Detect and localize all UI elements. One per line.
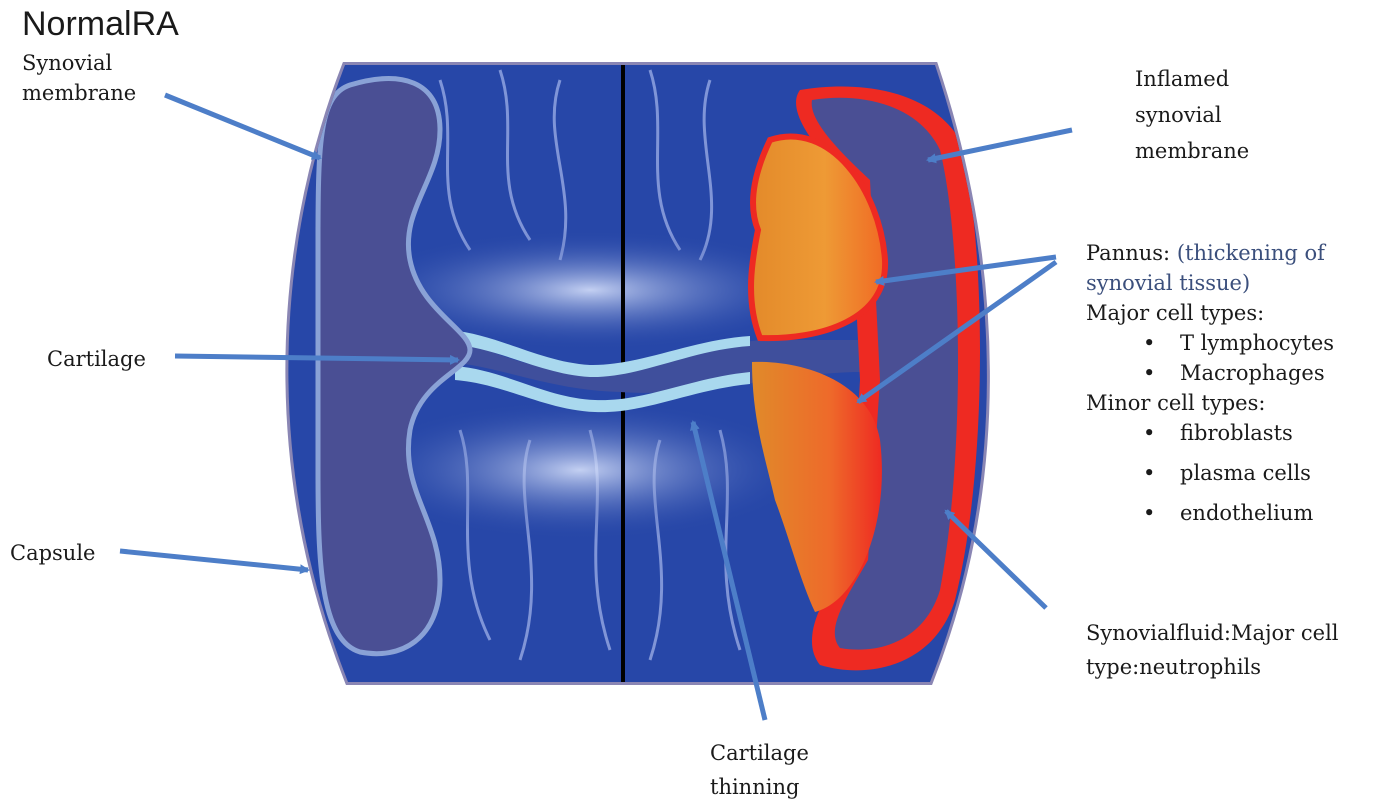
pannus-definition-1: (thickening of xyxy=(1177,241,1325,265)
arrow-synovial-membrane xyxy=(165,95,320,158)
major-item-2: Macrophages xyxy=(1180,358,1325,388)
label-minor-cell-types: Minor cell types: xyxy=(1086,388,1265,418)
label-synovial-fluid-2: type:neutrophils xyxy=(1086,652,1261,682)
pannus-definition-2: synovial tissue) xyxy=(1086,268,1250,298)
label-cartilage-thinning-1: Cartilage xyxy=(710,738,809,768)
page-title: NormalRA xyxy=(22,4,179,44)
bullet-3: • xyxy=(1143,418,1155,448)
bullet-4: • xyxy=(1143,458,1155,488)
bullet-1: • xyxy=(1143,328,1155,358)
label-inflamed-3: membrane xyxy=(1135,136,1249,166)
bullet-2: • xyxy=(1143,358,1155,388)
bullet-5: • xyxy=(1143,498,1155,528)
label-inflamed-2: synovial xyxy=(1135,100,1222,130)
minor-item-3: endothelium xyxy=(1180,498,1313,528)
label-synovial-fluid-1: Synovialfluid:Major cell xyxy=(1086,618,1339,648)
label-cartilage-thinning-2: thinning xyxy=(710,772,799,802)
label-synovial-membrane-2: membrane xyxy=(22,78,136,108)
major-item-1: T lymphocytes xyxy=(1180,328,1334,358)
minor-item-1: fibroblasts xyxy=(1180,418,1293,448)
label-capsule: Capsule xyxy=(10,538,95,568)
label-pannus: Pannus: (thickening of xyxy=(1086,238,1325,268)
label-synovial-membrane-1: Synovial xyxy=(22,48,112,78)
label-inflamed-1: Inflamed xyxy=(1135,64,1229,94)
label-major-cell-types: Major cell types: xyxy=(1086,298,1264,328)
arrow-capsule xyxy=(120,551,308,570)
pannus-head: Pannus: xyxy=(1086,241,1170,265)
minor-item-2: plasma cells xyxy=(1180,458,1311,488)
label-cartilage: Cartilage xyxy=(47,344,146,374)
